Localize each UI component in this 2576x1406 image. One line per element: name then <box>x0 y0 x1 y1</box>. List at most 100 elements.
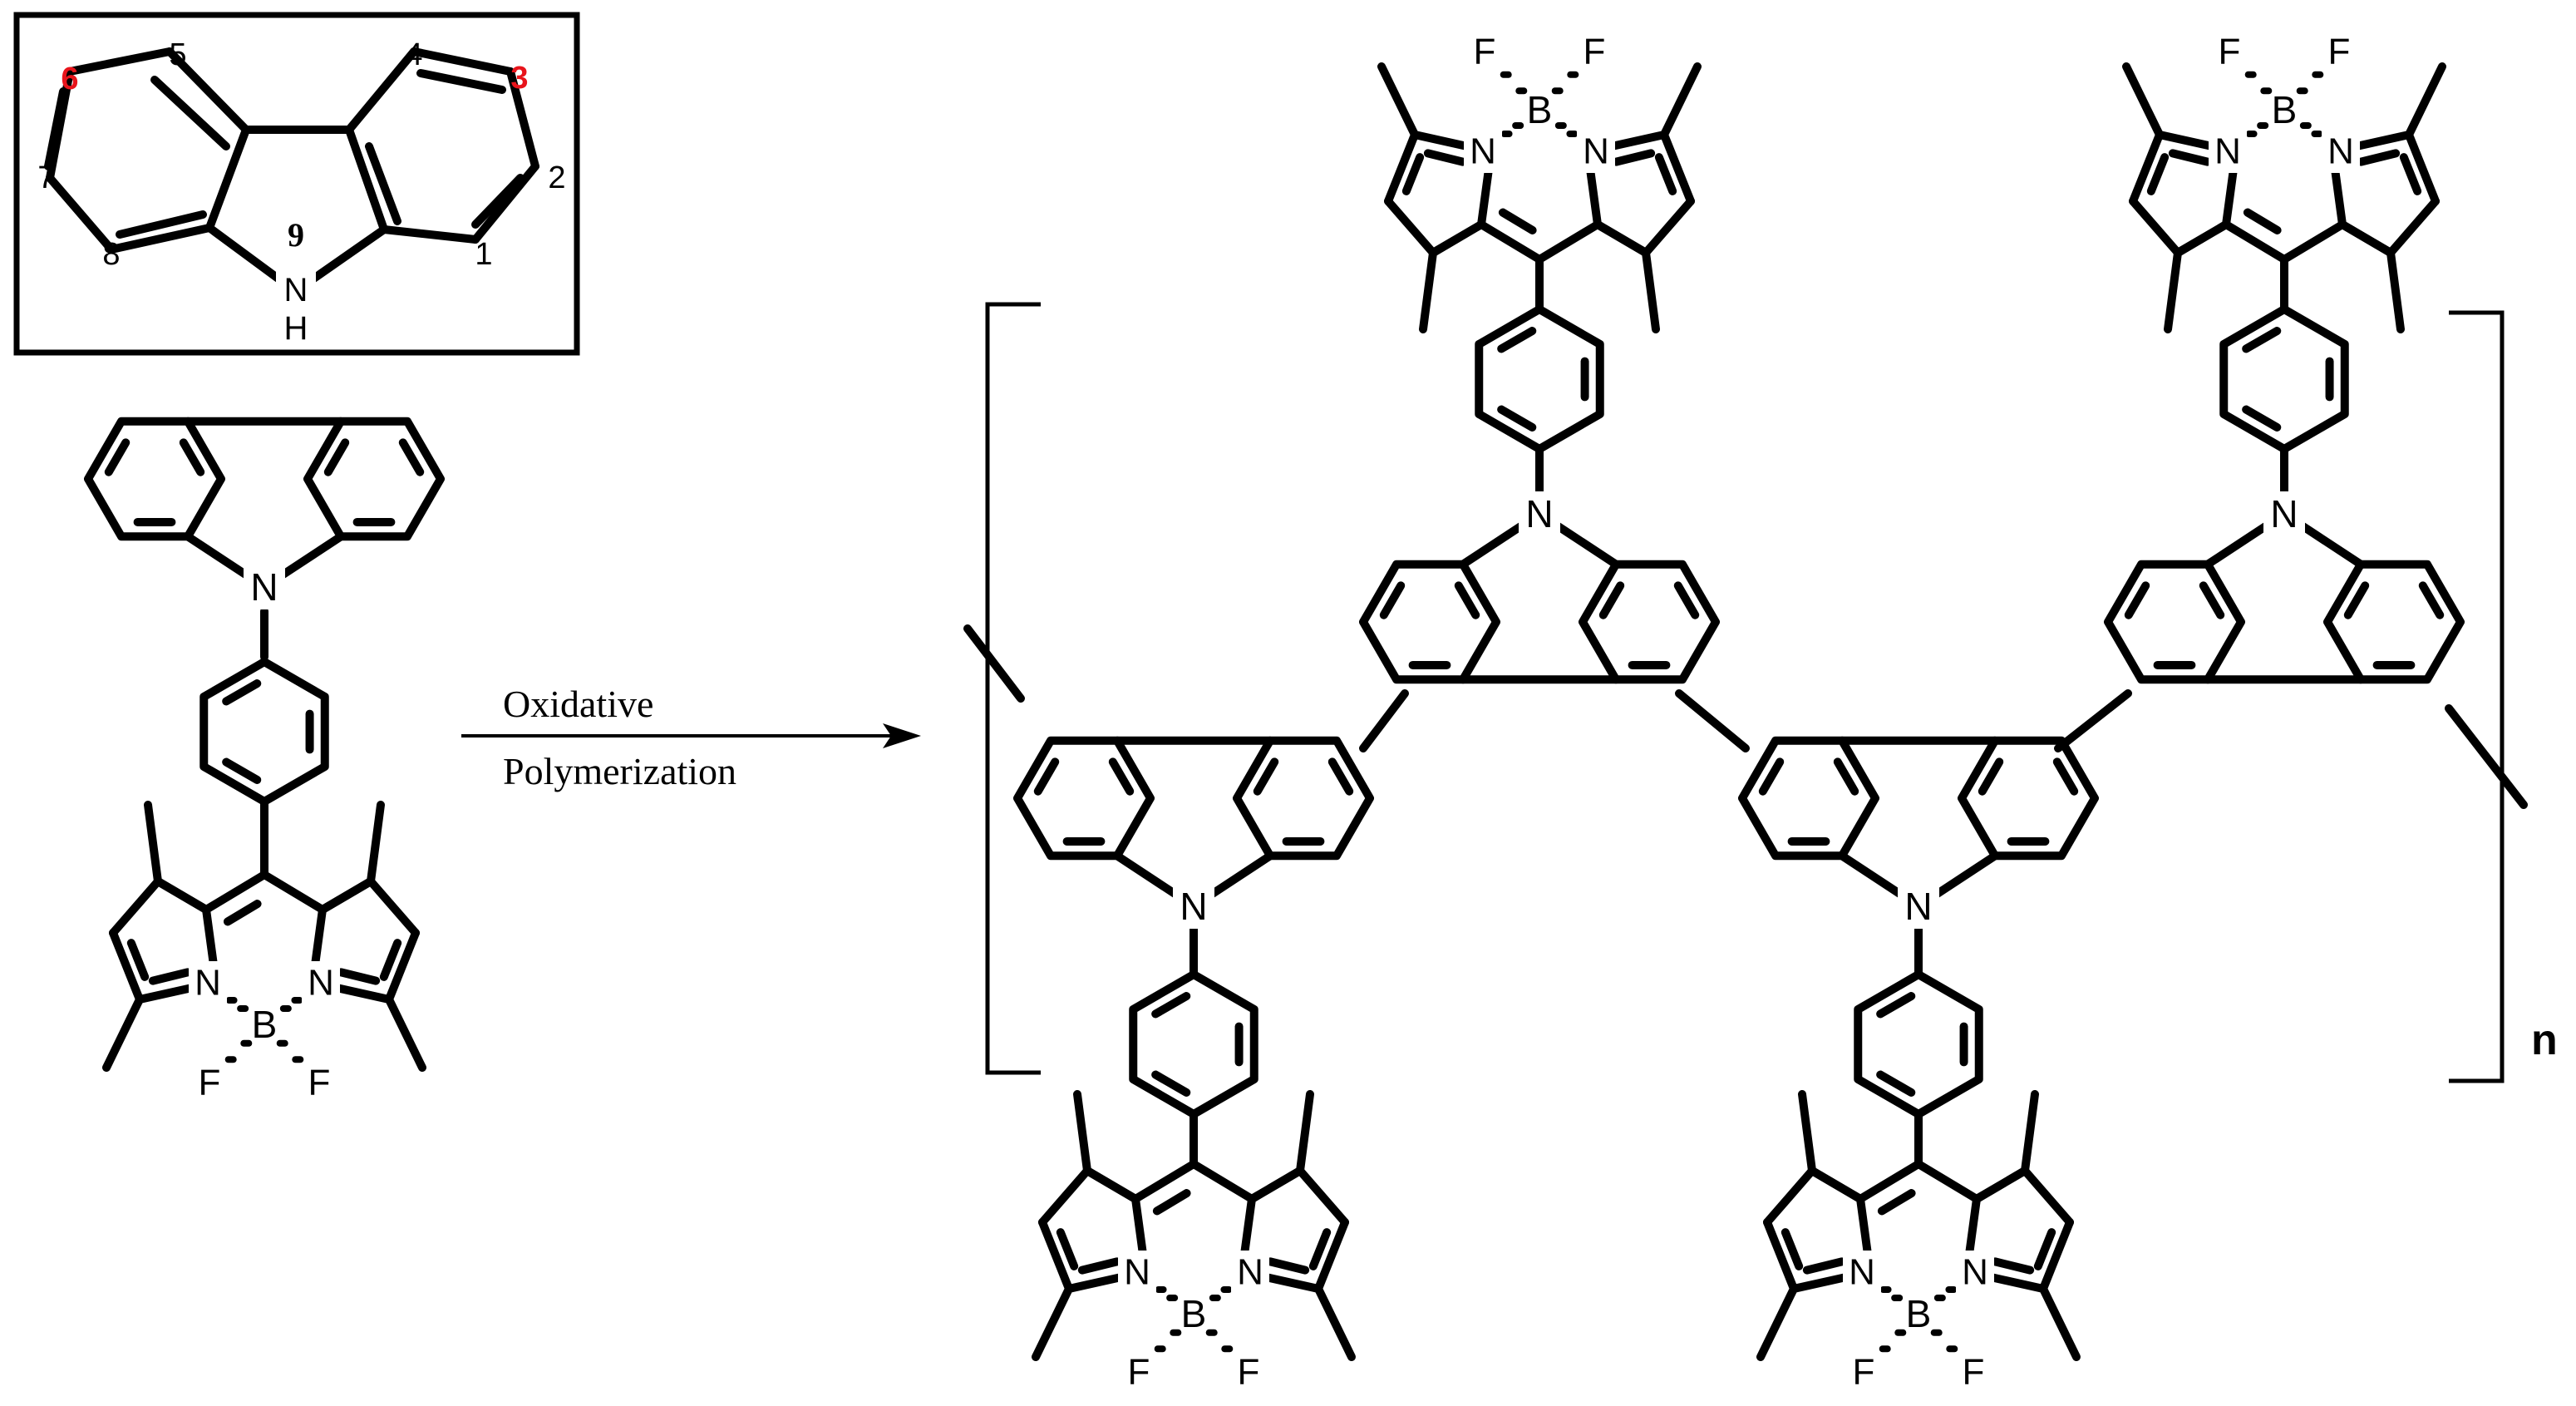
inset-bond <box>471 162 539 244</box>
inset-bond <box>308 225 388 284</box>
polymer-a-bodipy-pyrrole-bond <box>1314 1218 1349 1293</box>
atom-label-mask <box>1898 884 1939 929</box>
atom-label-mask <box>1956 1251 1994 1294</box>
polymer-c-bodipy-pyrrole-double <box>1781 1228 1804 1270</box>
monomer-bodipy-pyrrole-double <box>379 939 402 981</box>
monomer-carbazole-ring-left-double-bond <box>104 438 131 476</box>
inset-bond <box>410 47 515 76</box>
monomer-bodipy-methyl <box>385 995 426 1072</box>
polymer-a-bodipy-pyrrole-double <box>1266 1257 1310 1275</box>
polymer-carbazole-b-c-n-bond <box>1459 520 1529 569</box>
inset-double-bond <box>471 174 525 229</box>
polymer-carbazole-c-nitrogen: N <box>1904 885 1932 928</box>
atom-label-mask <box>1519 491 1560 536</box>
polymer-c-bodipy-pyrrole-bond <box>1763 1218 1798 1293</box>
polymer-a-bodipy-pyrrole-bond <box>1296 1167 1349 1226</box>
monomer-phenylene <box>199 658 329 806</box>
polymer-b-phenylene-double-bond <box>1497 405 1537 432</box>
polymer-a-bodipy-pyrrole-nitrogen: N <box>1237 1252 1263 1293</box>
polymer-d-bodipy-methyl <box>2405 62 2446 139</box>
polymer-d-bodipy-meso-double <box>2243 208 2282 234</box>
polymer-carbazole-a-ring-left-double-bond <box>1033 757 1060 796</box>
polymer-b-bodipy-pyrrole-n-bond <box>1585 159 1602 229</box>
polymer-carbazole-a-ring-left-double-bond <box>1108 757 1135 796</box>
polymer-chain-end-left <box>963 624 1025 703</box>
polymer-carbazole-b-ring-right-double-bond <box>1673 581 1700 619</box>
polymer-d-bodipy-pyrrole-double <box>2146 153 2170 195</box>
monomer-bodipy-pyrrole-double <box>126 939 150 981</box>
polymer-b-bodipy-pyrrole-bond <box>1642 197 1695 257</box>
polymer-carbazole-d-ring-left-double-bond <box>2199 581 2225 619</box>
polymer-d-bodipy-pyrrole-bond <box>2174 220 2230 257</box>
atom-label-mask <box>1231 1251 1269 1294</box>
monomer-bodipy-meso-bond <box>202 871 268 914</box>
polymer-a-bodipy-methyl <box>1073 1090 1091 1175</box>
repeat-subscript-n: n <box>2531 1016 2558 1064</box>
polymer-a-bodipy-pyrrole-bond <box>1248 1167 1304 1203</box>
polymer-b-bodipy-pyrrole-nitrogen: N <box>1470 131 1496 172</box>
atom-label-mask <box>2263 491 2305 536</box>
polymer-d-bodipy-boron: B <box>2272 88 2298 131</box>
polymer-d-bodipy-pyrrole-nitrogen: N <box>2214 131 2241 172</box>
polymer-a-bodipy-boron: B <box>1181 1292 1207 1335</box>
polymer-a-bodipy-pyrrole-bond <box>1083 1167 1140 1203</box>
polymer-d-bodipy-pyrrole-bond <box>2405 131 2440 205</box>
polymer-a-bodipy-pyrrole-bond <box>1038 1167 1091 1226</box>
repeat-bracket-right <box>2449 310 2505 1083</box>
polymer-c-bodipy-pyrrole-bond <box>1763 1167 1816 1226</box>
polymer-c-bodipy-fluorine: F <box>1853 1352 1875 1393</box>
polymer-carbazole-b-ring-right <box>1579 560 1720 684</box>
atom-label-mask <box>244 565 285 609</box>
monomer-carbazole-ring-right <box>303 417 445 541</box>
atom-label-mask <box>1118 1251 1156 1294</box>
polymer-d-bodipy-pyrrole-bond <box>2129 197 2182 257</box>
monomer-bodipy-pyrrole-nitrogen: N <box>308 963 334 1004</box>
arrow-label-polymerization: Polymerization <box>503 750 736 792</box>
inset-bond <box>205 224 283 284</box>
polymer-carbazole-a-c-n-bond <box>1113 851 1183 900</box>
atom-label-mask <box>1464 130 1502 173</box>
polymer-link-c-d <box>2054 689 2132 752</box>
polymer-link-b-c <box>1675 689 1750 752</box>
reaction-arrow-head <box>883 723 921 748</box>
polymer-d-bodipy-pyrrole-n-bond <box>2222 159 2239 229</box>
atom-label-mask <box>2322 130 2360 173</box>
inset-label-6: 6 <box>61 62 78 96</box>
polymer-c-bodipy-pyrrole-double <box>2033 1228 2056 1270</box>
polymer-d-phenylene-double-bond <box>2242 405 2282 432</box>
polymer-c-bodipy-pyrrole-bond <box>1808 1167 1864 1203</box>
polymer-c-bodipy-methyl <box>2021 1090 2039 1175</box>
atom-label-mask <box>302 961 340 1004</box>
inset-double-bond <box>365 142 401 225</box>
polymer-carbazole-b-c-n-bond <box>1550 520 1620 569</box>
monomer-bodipy-pyrrole-bond <box>367 877 420 937</box>
inset-label-4: 4 <box>405 37 422 72</box>
atom-label-mask <box>1173 884 1214 929</box>
polymer-c-bodipy-pyrrole-n-bond <box>1856 1195 1873 1265</box>
inset-label-2: 2 <box>548 160 565 195</box>
polymer-d-bodipy-fluorine: F <box>2219 32 2241 72</box>
inset-bond <box>345 47 418 134</box>
polymer-carbazole-a-ring-right-double-bond <box>1253 757 1279 796</box>
monomer-bodipy-fluorine: F <box>308 1063 331 1103</box>
monomer-bodipy-pyrrole-double <box>337 968 381 985</box>
arrow-label-oxidative: Oxidative <box>503 683 653 725</box>
monomer-bodipy-methyl <box>144 801 162 886</box>
polymer-carbazole-d-ring-left-double-bond <box>2124 581 2150 619</box>
polymer-c-bodipy-pyrrole-double <box>1991 1257 2035 1275</box>
inset-bond <box>66 47 174 76</box>
polymer-b-bodipy-methyl <box>1660 62 1702 139</box>
polymer-carbazole-a-nitrogen: N <box>1180 885 1207 928</box>
inset-double-bond <box>116 210 207 239</box>
polymer-a-bodipy-pyrrole-double <box>1077 1257 1121 1275</box>
polymer-chain-end-right <box>2445 704 2528 809</box>
polymer-d-bodipy-pyrrole-bond <box>2386 197 2440 257</box>
polymer-c-bodipy-meso-double <box>1877 1189 1916 1216</box>
polymer-a-bodipy-pyrrole-n-bond <box>1239 1195 1256 1265</box>
inset-double-bond <box>44 87 67 170</box>
inset-label-1: 1 <box>475 237 492 272</box>
monomer-bodipy-boron: B <box>252 1003 278 1046</box>
polymer-c-phenylene <box>1854 970 1983 1118</box>
polymer-carbazole-b-ring-left-double-bond <box>1454 581 1480 619</box>
